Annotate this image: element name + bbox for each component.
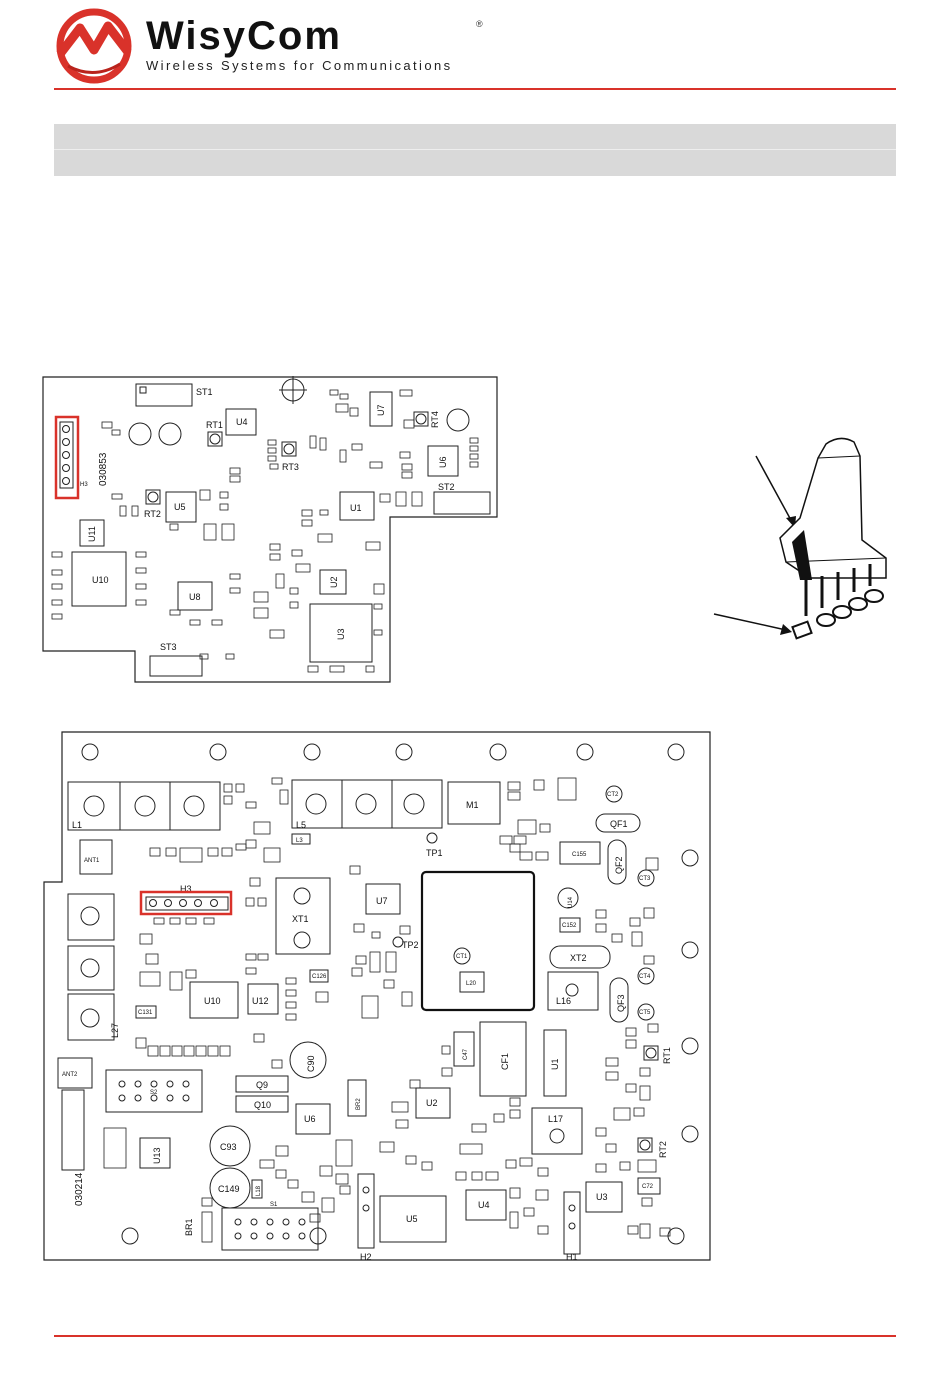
u8-label: U8 <box>189 592 201 602</box>
h1-label: H1 <box>566 1252 578 1262</box>
c90-label: C90 <box>306 1055 316 1072</box>
brand-name: WisyCom <box>146 14 342 58</box>
st3-label: ST3 <box>160 642 177 652</box>
c72-label: C72 <box>642 1184 654 1190</box>
u7-label: U7 <box>376 404 386 416</box>
u4-label: U4 <box>236 417 248 427</box>
c155-label: C155 <box>572 852 587 858</box>
title-band <box>54 124 896 176</box>
u2-label-bottom: U2 <box>426 1098 438 1108</box>
ant2-label: ANT2 <box>62 1072 78 1078</box>
qf3-label: QF3 <box>616 994 626 1012</box>
rt1-label: RT1 <box>206 420 223 430</box>
c149-label: C149 <box>218 1184 240 1194</box>
ct1-label: CT1 <box>456 954 468 960</box>
l18-label: L18 <box>256 1185 262 1196</box>
qf2-label: QF2 <box>614 856 624 874</box>
ant1-label: ANT1 <box>84 858 100 864</box>
xt1-label: XT1 <box>292 914 309 924</box>
u10-label-bottom: U10 <box>204 996 221 1006</box>
u11-label: U11 <box>87 526 97 542</box>
h3-label: H3 <box>80 482 88 488</box>
rt4-label: RT4 <box>430 411 440 428</box>
wisycom-logo-icon <box>56 8 132 84</box>
u4-label-bottom: U4 <box>478 1200 490 1210</box>
u2-label: U2 <box>329 576 339 588</box>
board-code-top: 030853 <box>98 452 109 486</box>
pcb-bottom-board: L1 L5 M1 TP1 L3 ANT1 L27 H3 XT1 U7 TP2 C… <box>43 731 711 1262</box>
u3-label-bottom: U3 <box>596 1192 608 1202</box>
u6-label-bottom: U6 <box>304 1114 316 1124</box>
rt1-label-bottom: RT1 <box>662 1047 672 1064</box>
c152-label: C152 <box>562 923 577 929</box>
ct5-label: CT5 <box>639 1010 651 1016</box>
footer-rule <box>54 1335 896 1337</box>
u13-label: U13 <box>152 1147 162 1164</box>
l5-label: L5 <box>296 820 306 830</box>
board-code-bottom: 030214 <box>74 1172 85 1206</box>
st1-label: ST1 <box>196 387 213 397</box>
l16-label: L16 <box>556 996 571 1006</box>
h3-label-bottom: H3 <box>180 884 192 894</box>
header-rule <box>54 88 896 90</box>
u12-label: U12 <box>252 996 269 1006</box>
tp1-label: TP1 <box>426 848 443 858</box>
q9-label: Q9 <box>256 1080 268 1090</box>
tp2-label: TP2 <box>402 940 419 950</box>
registered-mark: ® <box>476 19 483 29</box>
u3-label: U3 <box>336 628 346 640</box>
st2-label: ST2 <box>438 482 455 492</box>
xt2-label: XT2 <box>570 953 587 963</box>
rt2-label: RT2 <box>144 509 161 519</box>
l1-label: L1 <box>72 820 82 830</box>
h2-label: H2 <box>360 1252 372 1262</box>
l20-label: L20 <box>466 981 477 987</box>
c126-label: C126 <box>312 974 327 980</box>
pcb-top-board: ST1 H3 030853 U4 RT1 RT3 U7 RT4 U6 ST2 R… <box>42 376 498 683</box>
rt3-label: RT3 <box>282 462 299 472</box>
s2-label: S2 <box>150 1090 158 1096</box>
cf1-label: CF1 <box>500 1053 510 1070</box>
l27-label: L27 <box>110 1023 120 1038</box>
connector-h3-highlight <box>54 415 80 500</box>
ct3-label: CT3 <box>639 876 651 882</box>
rt2-label-bottom: RT2 <box>658 1141 668 1158</box>
ct2-label: CT2 <box>607 792 619 798</box>
q10-label: Q10 <box>254 1100 271 1110</box>
ct4-label: CT4 <box>639 974 651 980</box>
l3-label: L3 <box>296 838 303 844</box>
s1-label: S1 <box>270 1202 278 1208</box>
u14-label: U14 <box>568 896 574 908</box>
c93-label: C93 <box>220 1142 237 1152</box>
brand-tagline: Wireless Systems for Communications <box>146 58 453 73</box>
pin-header-connector-icon <box>713 437 887 640</box>
u5-label: U5 <box>174 502 186 512</box>
br2-label: BR2 <box>356 1098 362 1110</box>
br1-label: BR1 <box>184 1218 194 1236</box>
u10-label: U10 <box>92 575 109 585</box>
c131-label: C131 <box>138 1010 153 1016</box>
connector-h3-highlight-bottom <box>139 890 233 916</box>
c47-label: C47 <box>463 1048 469 1060</box>
m1-label: M1 <box>466 800 479 810</box>
qf1-label: QF1 <box>610 819 628 829</box>
l17-label: L17 <box>548 1114 563 1124</box>
u5-label-bottom: U5 <box>406 1214 418 1224</box>
u7-label-bottom: U7 <box>376 896 388 906</box>
u1-label-bottom: U1 <box>550 1058 560 1070</box>
u1-label: U1 <box>350 503 362 513</box>
u6-label: U6 <box>438 456 448 468</box>
